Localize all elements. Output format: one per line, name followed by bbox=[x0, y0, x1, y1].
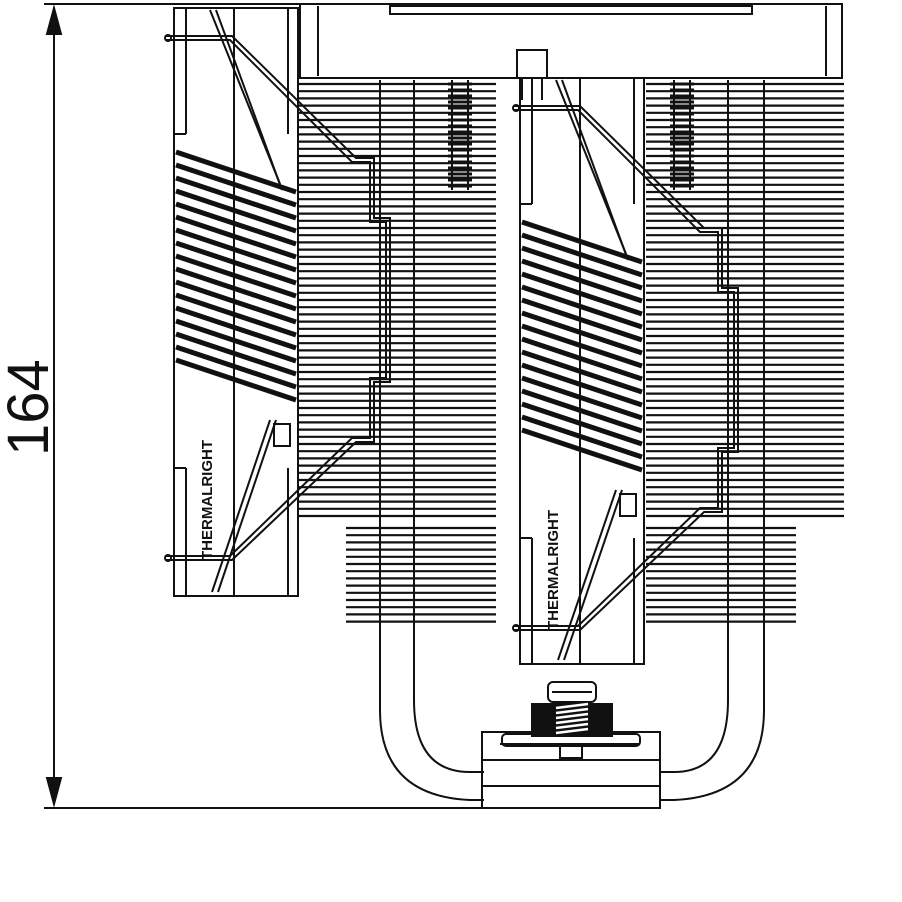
blade-stripe bbox=[175, 188, 297, 234]
base-block bbox=[481, 731, 661, 809]
blade-stripe bbox=[521, 388, 643, 434]
blade-stripe bbox=[521, 362, 643, 408]
base-tab bbox=[559, 745, 583, 759]
fin-stack-lower bbox=[346, 526, 796, 623]
blade-stripe bbox=[175, 357, 297, 403]
fan-clip-end bbox=[512, 624, 520, 632]
spring-coil bbox=[555, 702, 589, 710]
blade-stripe bbox=[521, 219, 643, 265]
blade-stripe bbox=[175, 292, 297, 338]
blade-stripe bbox=[175, 266, 297, 312]
fin-stack-left bbox=[298, 82, 496, 518]
threaded-rod-left bbox=[448, 80, 472, 190]
blade-stripe bbox=[175, 279, 297, 325]
fan-left-brand-label: THERMALRIGHT bbox=[199, 440, 216, 560]
fan-right-blade-stripes bbox=[521, 219, 643, 473]
blade-stripe bbox=[175, 344, 297, 390]
top-housing-outline bbox=[299, 3, 843, 79]
fan-blade-edge bbox=[217, 419, 277, 593]
dimension-bottom-arrow bbox=[45, 777, 63, 808]
spring-coil bbox=[555, 712, 589, 720]
fan-left-label-box bbox=[273, 423, 291, 447]
heatpipe-vertical-lines bbox=[379, 80, 765, 630]
fan-clip-end bbox=[164, 34, 172, 42]
heatpipe-right-inner bbox=[660, 630, 729, 773]
blade-stripe bbox=[521, 284, 643, 330]
fan-blade-edge bbox=[211, 419, 271, 593]
blade-stripe bbox=[521, 375, 643, 421]
blade-stripe bbox=[521, 323, 643, 369]
blade-stripe bbox=[521, 401, 643, 447]
fan-clip-wire bbox=[514, 109, 735, 627]
blade-stripe bbox=[521, 349, 643, 395]
fan-right-label-box bbox=[619, 493, 637, 517]
threaded-rod-right bbox=[670, 80, 694, 190]
blade-stripe bbox=[175, 318, 297, 364]
fan-clip-right bbox=[512, 104, 739, 632]
blade-stripe bbox=[175, 253, 297, 299]
blade-stripe bbox=[175, 240, 297, 286]
fan-right-frame bbox=[519, 77, 645, 665]
heatpipes bbox=[379, 630, 765, 801]
blade-stripe bbox=[521, 297, 643, 343]
heatpipe-left-inner bbox=[413, 630, 484, 773]
blade-stripe bbox=[521, 310, 643, 356]
fan-clip-wire bbox=[166, 35, 391, 561]
mounting-screw bbox=[531, 681, 613, 737]
spring-coil bbox=[555, 717, 589, 725]
blade-stripe bbox=[175, 331, 297, 377]
fan-left-blade-stripes bbox=[175, 149, 297, 403]
fan-right: THERMALRIGHT bbox=[519, 77, 645, 665]
blade-stripe bbox=[521, 258, 643, 304]
fan-left-frame bbox=[173, 7, 299, 597]
blade-stripe bbox=[521, 414, 643, 460]
center-post-cap bbox=[516, 49, 548, 79]
blade-stripe bbox=[521, 245, 643, 291]
spring-coil bbox=[555, 722, 589, 730]
blade-stripe bbox=[175, 227, 297, 273]
top-housing-slot bbox=[389, 5, 753, 15]
spring-coil bbox=[555, 707, 589, 715]
fan-right-brand-label: THERMALRIGHT bbox=[545, 510, 562, 630]
blade-stripe bbox=[175, 149, 297, 195]
fan-clip-wire bbox=[514, 105, 739, 631]
blade-stripe bbox=[521, 336, 643, 382]
fan-clip-end bbox=[512, 104, 520, 112]
dimension-top-arrow bbox=[45, 4, 63, 35]
fan-blade-edge bbox=[563, 489, 623, 661]
top-housing bbox=[299, 3, 843, 79]
blade-stripe bbox=[175, 162, 297, 208]
dimension-value-label: 164 bbox=[0, 359, 61, 456]
fan-clip-end bbox=[164, 554, 172, 562]
blade-stripe bbox=[175, 175, 297, 221]
heatpipe-right-outer bbox=[660, 630, 765, 801]
fan-blade-edge bbox=[557, 489, 617, 661]
fan-clip-wire bbox=[166, 39, 387, 557]
screw-spring bbox=[555, 702, 589, 735]
blade-stripe bbox=[521, 271, 643, 317]
screw-head bbox=[547, 681, 597, 703]
blade-stripe bbox=[175, 214, 297, 260]
fan-left: THERMALRIGHT bbox=[173, 7, 299, 597]
fan-clip-left bbox=[164, 34, 391, 562]
blade-stripe bbox=[175, 201, 297, 247]
blade-stripe bbox=[175, 305, 297, 351]
blade-stripe bbox=[521, 232, 643, 278]
blade-stripe bbox=[521, 427, 643, 473]
dimension-marker bbox=[44, 3, 485, 809]
spring-coil bbox=[555, 727, 589, 735]
heatpipe-left-outer bbox=[379, 630, 484, 801]
